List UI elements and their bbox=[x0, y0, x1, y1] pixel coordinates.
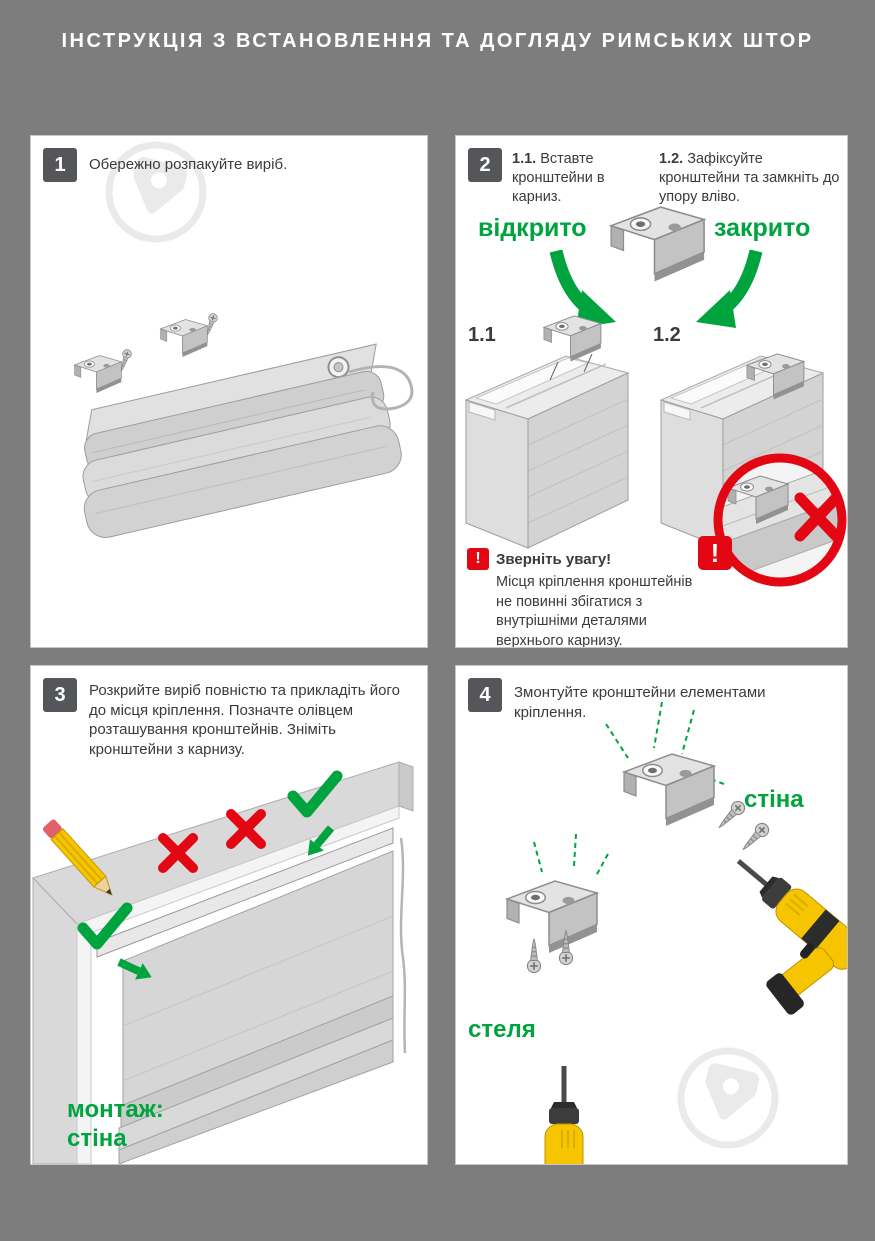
bracket-icon bbox=[160, 319, 208, 358]
warning-text: Місця кріплення кронштейнів не повинні з… bbox=[496, 574, 693, 648]
blind-fabric bbox=[118, 850, 394, 1164]
step-1-badge: 1 bbox=[43, 148, 77, 182]
figure-1-1-label: 1.1 bbox=[468, 324, 496, 346]
warning-title: Зверніть увагу! bbox=[496, 551, 612, 568]
step-3-illustration bbox=[32, 761, 414, 1164]
cord-icon bbox=[348, 365, 414, 411]
open-label: відкрито bbox=[478, 214, 587, 242]
page-title: ІНСТРУКЦІЯ З ВСТАНОВЛЕННЯ ТА ДОГЛЯДУ РИМ… bbox=[61, 30, 814, 52]
checkmark-icons bbox=[77, 770, 343, 950]
step-3-badge: 3 bbox=[43, 678, 77, 712]
step-2-panel: ! 2 1.1. Вставте кронштейни в карниз. 1.… bbox=[455, 135, 848, 648]
ceiling-bracket-icon bbox=[506, 880, 598, 954]
screw-icon bbox=[526, 937, 542, 974]
red-cross-marks bbox=[158, 809, 266, 873]
headrail bbox=[96, 827, 394, 958]
warning-exclamation: ! bbox=[711, 538, 720, 568]
screw-icon bbox=[737, 819, 773, 856]
wall-bracket-icon bbox=[623, 753, 715, 827]
wall-label: стіна bbox=[744, 786, 804, 813]
ceiling-label: стеля bbox=[468, 1016, 536, 1043]
wrong-mount-detail: ! bbox=[698, 453, 847, 587]
figure-1-1-cornice bbox=[465, 315, 629, 549]
green-arrow-icons bbox=[117, 825, 335, 980]
warning-icon: ! bbox=[467, 548, 489, 570]
step-2-illustration: ! bbox=[465, 206, 847, 587]
step-2-instruction-1-text: Вставте кронштейни в карниз. bbox=[512, 151, 605, 205]
drill-icon bbox=[477, 1065, 584, 1164]
step-3-text: Розкрийте виріб повністю та прикладіть й… bbox=[89, 682, 400, 758]
step-2-instruction-1: 1.1. Вставте кронштейни в карниз. bbox=[512, 150, 652, 207]
step-1-panel: 1 Обережно розпакуйте виріб. bbox=[30, 135, 428, 648]
step-2-instruction-1-number: 1.1. bbox=[512, 151, 537, 167]
mount-label-line1: монтаж: bbox=[67, 1096, 164, 1123]
cord-icon bbox=[399, 837, 407, 1054]
mount-type-label: монтаж: стіна bbox=[67, 1096, 164, 1154]
screw-icon bbox=[713, 797, 749, 834]
step-4-badge: 4 bbox=[468, 678, 502, 712]
step-1-illustration bbox=[74, 136, 414, 538]
pencil-icon bbox=[42, 819, 113, 896]
bracket-icon bbox=[610, 206, 705, 283]
step-3-panel: 3 Розкрийте виріб повністю та прикладіть… bbox=[30, 665, 428, 1165]
figure-1-2-label: 1.2 bbox=[653, 324, 681, 346]
brand-watermark-icon bbox=[671, 1041, 785, 1155]
step-2-instruction-2: 1.2. Зафіксуйте кронштейни та замкніть д… bbox=[659, 150, 843, 207]
step-1-text: Обережно розпакуйте виріб. bbox=[89, 156, 288, 173]
green-arrow-right-icon bbox=[696, 249, 763, 328]
step-2-instruction-2-text: Зафіксуйте кронштейни та замкніть до упо… bbox=[659, 151, 840, 205]
step-4-illustration bbox=[477, 701, 847, 1164]
folded-blind bbox=[82, 343, 402, 538]
mount-label-line2: стіна bbox=[67, 1124, 127, 1152]
red-cross-icon bbox=[794, 492, 842, 542]
step-2-badge: 2 bbox=[468, 148, 502, 182]
bracket-icon bbox=[543, 315, 602, 362]
brand-watermark-icon bbox=[99, 136, 213, 249]
step-4-text: Змонтуйте кронштейни елементами кріпленн… bbox=[514, 684, 766, 721]
green-arrow-left-icon bbox=[549, 249, 616, 328]
step-4-panel: 4 Змонтуйте кронштейни елементами кріпле… bbox=[455, 665, 848, 1165]
warning-icon bbox=[698, 536, 732, 570]
step-2-instruction-2-number: 1.2. bbox=[659, 151, 684, 167]
bracket-icon bbox=[74, 355, 122, 394]
closed-label: закрито bbox=[714, 214, 811, 242]
drill-icon bbox=[682, 845, 847, 1027]
